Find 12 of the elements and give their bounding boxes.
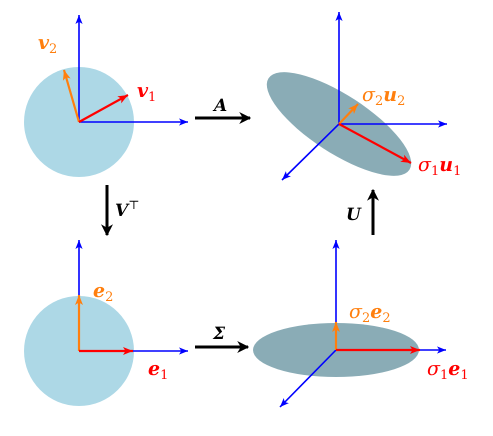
vector-label: v$_{1}$: [137, 82, 156, 104]
arrow: [195, 112, 252, 124]
vector-label: σ$_{1}$u$_{1}$: [418, 156, 462, 178]
vector-label: σ$_{1}$e$_{1}$: [427, 360, 469, 382]
arrow: [195, 341, 250, 353]
arrow: [101, 185, 113, 236]
vector-label: e$_{2}$: [93, 282, 114, 304]
vector-label: v$_{2}$: [38, 34, 58, 56]
vector-label: σ$_{2}$u$_{2}$: [362, 86, 406, 108]
arrow: [367, 188, 379, 235]
vector-label: e$_{1}$: [148, 360, 168, 382]
vector-label: σ$_{2}$e$_{2}$: [349, 303, 391, 325]
